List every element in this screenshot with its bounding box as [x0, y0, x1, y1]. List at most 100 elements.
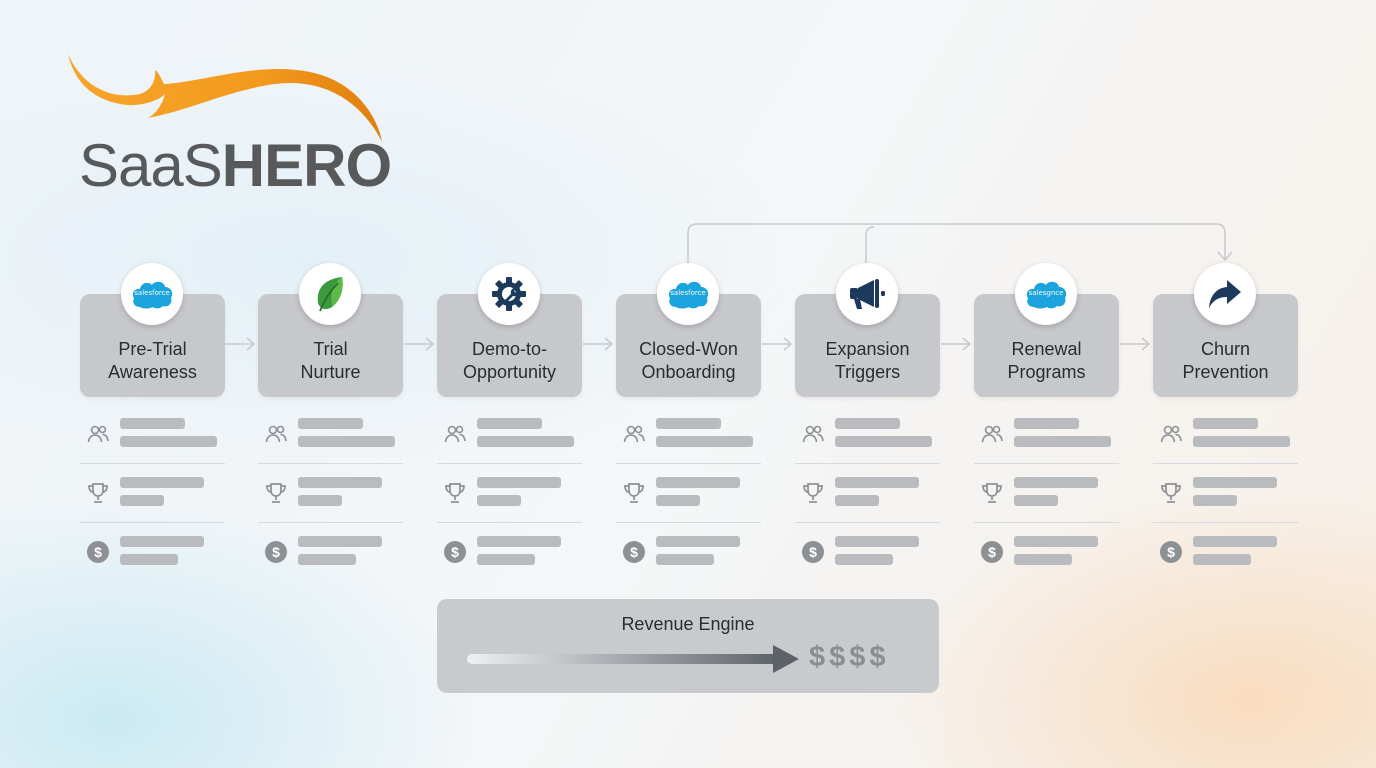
placeholder-bar — [1014, 536, 1098, 547]
metric-divider — [258, 463, 403, 464]
metric-row: $ — [616, 536, 761, 576]
metric-row: $ — [80, 536, 225, 576]
svg-text:$: $ — [1167, 544, 1175, 560]
logo-wordmark: SaaSHERO — [79, 136, 392, 196]
placeholder-bar — [835, 495, 879, 506]
stage-icon-badge: salesgnce — [1015, 263, 1077, 325]
dollar-icon: $ — [980, 540, 1004, 564]
metric-row — [80, 477, 225, 517]
users-icon — [622, 422, 646, 446]
placeholder-bar — [835, 477, 919, 488]
metric-row — [616, 477, 761, 517]
placeholder-bar — [120, 436, 217, 447]
salesforce-cloud-icon: salesgnce — [1025, 279, 1067, 309]
metric-divider — [437, 522, 582, 523]
metric-row: $ — [1153, 536, 1298, 576]
placeholder-bar — [656, 436, 753, 447]
placeholder-bar — [656, 536, 740, 547]
placeholder-bar — [298, 418, 363, 429]
placeholder-bar — [120, 477, 204, 488]
users-icon — [443, 422, 467, 446]
metric-divider — [258, 522, 403, 523]
placeholder-bar — [1014, 495, 1058, 506]
placeholder-bar — [1193, 477, 1277, 488]
placeholder-bar — [835, 418, 900, 429]
placeholder-bar — [120, 495, 164, 506]
svg-text:$: $ — [988, 544, 996, 560]
dollar-icon: $ — [801, 540, 825, 564]
users-icon — [980, 422, 1004, 446]
trophy-icon — [1159, 481, 1183, 505]
placeholder-bar — [298, 436, 395, 447]
stage-title: Renewal Programs — [1007, 339, 1086, 382]
placeholder-bar — [120, 536, 204, 547]
metric-divider — [974, 522, 1119, 523]
trophy-icon — [264, 481, 288, 505]
metric-divider — [80, 522, 225, 523]
stage-icon-badge — [478, 263, 540, 325]
metric-row — [795, 477, 940, 517]
placeholder-bar — [835, 554, 893, 565]
svg-text:$: $ — [451, 544, 459, 560]
svg-text:$: $ — [272, 544, 280, 560]
metric-row: $ — [795, 536, 940, 576]
revenue-engine-panel: Revenue Engine $$$$ — [437, 599, 939, 693]
placeholder-bar — [298, 477, 382, 488]
metric-divider — [795, 463, 940, 464]
trophy-icon — [801, 481, 825, 505]
placeholder-bar — [656, 418, 721, 429]
trophy-icon — [980, 481, 1004, 505]
metric-row — [974, 477, 1119, 517]
stage-title: Demo-to- Opportunity — [462, 339, 557, 382]
metric-row — [616, 418, 761, 458]
metric-divider — [1153, 522, 1298, 523]
metric-divider — [795, 522, 940, 523]
stage-title: Expansion Triggers — [825, 339, 910, 382]
salesforce-label: salesforce — [134, 289, 170, 297]
trophy-icon — [86, 481, 110, 505]
share-arrow-icon — [1209, 280, 1241, 308]
placeholder-bar — [656, 477, 740, 488]
trophy-icon — [622, 481, 646, 505]
placeholder-bar — [1193, 436, 1290, 447]
salesforce-cloud-icon: salesforce — [667, 279, 709, 309]
metric-divider — [616, 463, 761, 464]
logo-text-hero: HERO — [221, 132, 392, 199]
gear-wrench-icon — [492, 277, 526, 311]
users-icon — [1159, 422, 1183, 446]
placeholder-bar — [477, 536, 561, 547]
orange-swoosh-icon — [68, 54, 382, 142]
stage-title: Pre-Trial Awareness — [108, 339, 197, 382]
metric-row — [437, 477, 582, 517]
metric-row — [795, 418, 940, 458]
placeholder-bar — [477, 418, 542, 429]
metric-divider — [1153, 463, 1298, 464]
placeholder-bar — [477, 554, 535, 565]
placeholder-bar — [477, 477, 561, 488]
stage-icon-badge: salesforce — [657, 263, 719, 325]
placeholder-bar — [1193, 495, 1237, 506]
placeholder-bar — [1014, 554, 1072, 565]
stage-icon-badge: salesforce — [121, 263, 183, 325]
saashero-logo: SaaSHERO — [60, 50, 420, 200]
users-icon — [264, 422, 288, 446]
placeholder-bar — [1193, 418, 1258, 429]
dollar-icon: $ — [622, 540, 646, 564]
placeholder-bar — [120, 554, 178, 565]
metric-divider — [974, 463, 1119, 464]
stage-icon-badge — [836, 263, 898, 325]
placeholder-bar — [656, 495, 700, 506]
metric-divider — [616, 522, 761, 523]
revenue-dollar-signs: $$$$ — [809, 641, 890, 673]
placeholder-bar — [120, 418, 185, 429]
placeholder-bar — [1193, 536, 1277, 547]
logo-text-saas: SaaS — [79, 132, 223, 199]
metric-row: $ — [437, 536, 582, 576]
placeholder-bar — [477, 495, 521, 506]
salesforce-label: salesgnce — [1028, 289, 1064, 297]
placeholder-bar — [1193, 554, 1251, 565]
megaphone-icon — [850, 279, 885, 309]
salesforce-label: salesforce — [670, 289, 706, 297]
metric-row — [258, 477, 403, 517]
dollar-icon: $ — [443, 540, 467, 564]
